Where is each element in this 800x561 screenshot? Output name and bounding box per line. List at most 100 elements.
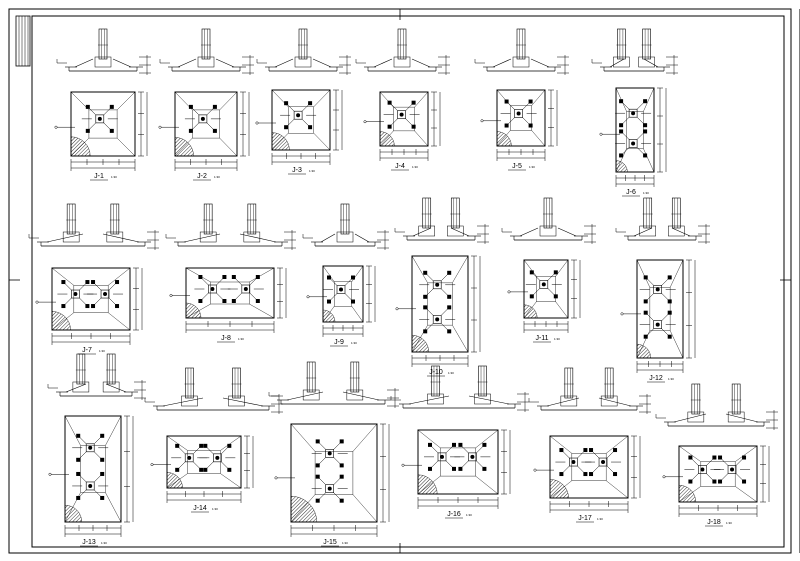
footing-plan-view — [54, 91, 148, 171]
column-rebar-detail — [280, 101, 317, 130]
footing-label: J-11 — [535, 335, 548, 342]
column-rebar-detail — [311, 474, 348, 503]
footing-scale: 1:30 — [214, 175, 220, 179]
column-rebar-detail — [72, 433, 109, 462]
footing-detail-j-18: J-18 1:30 — [655, 383, 778, 527]
footing-scale: 1:30 — [597, 517, 603, 521]
column-rebar-detail — [615, 99, 652, 128]
column-rebar-detail — [639, 275, 676, 304]
column-rebar-detail — [714, 455, 751, 484]
footing-section-view — [159, 28, 254, 75]
footing-section-view — [528, 367, 651, 414]
footing-plan-view — [401, 429, 511, 509]
footing-plan-view — [507, 259, 581, 333]
column-rebar-detail — [194, 275, 231, 303]
column-rebar-detail — [199, 443, 236, 472]
footing-plan-view — [150, 435, 254, 503]
footing-section-view — [501, 197, 596, 244]
footing-scale: 1:30 — [726, 521, 732, 525]
column-rebar-detail — [419, 305, 456, 334]
footing-label: J-1 — [94, 173, 104, 180]
footing-section-view — [47, 353, 146, 400]
footing-section-view — [355, 28, 450, 75]
footing-plan-view — [662, 445, 770, 517]
footing-detail-j-17: J-17 1:30 — [528, 367, 651, 523]
footing-section-view — [56, 28, 151, 75]
footing-plan-view — [306, 265, 376, 337]
column-rebar-detail — [424, 442, 460, 471]
footing-scale: 1:30 — [351, 341, 357, 345]
footing-scale: 1:30 — [309, 169, 315, 173]
column-rebar-detail — [639, 310, 676, 339]
footing-label: J-18 — [707, 519, 721, 526]
footing-section-view — [28, 203, 159, 250]
column-rebar-detail — [525, 270, 562, 299]
footing-scale: 1:30 — [529, 165, 535, 169]
footing-detail-j-14: J-14 1:30 — [144, 367, 283, 513]
footing-label: J-7 — [82, 347, 92, 354]
column-rebar-detail — [684, 455, 721, 484]
footing-section-view — [591, 28, 678, 75]
footing-scale: 1:30 — [212, 507, 218, 511]
footing-label: J-4 — [395, 163, 405, 170]
footing-scale: 1:30 — [101, 541, 107, 545]
footing-section-view — [144, 367, 283, 414]
footing-detail-j-4: J-4 1:30 — [355, 28, 450, 171]
footing-label: J-8 — [221, 335, 231, 342]
binding-margin-strip — [15, 15, 31, 67]
footing-plan-view — [480, 89, 558, 161]
column-rebar-detail — [184, 104, 221, 133]
footing-section-view — [474, 28, 569, 75]
footing-scale: 1:30 — [668, 377, 674, 381]
footing-scale: 1:30 — [238, 337, 244, 341]
footing-detail-j-8: J-8 1:30 — [165, 203, 296, 343]
footing-detail-j-5: J-5 1:30 — [474, 28, 569, 171]
footing-detail-j-12: J-12 1:30 — [615, 197, 710, 383]
column-rebar-detail — [585, 448, 622, 477]
footing-section-view — [165, 203, 296, 250]
footing-scale: 1:30 — [643, 191, 649, 195]
footing-scale: 1:30 — [448, 371, 454, 375]
sheet-frame — [8, 8, 800, 554]
column-rebar-detail — [323, 275, 359, 304]
footing-label: J-2 — [197, 173, 207, 180]
footing-label: J-17 — [578, 515, 592, 522]
footing-plan-view — [169, 267, 287, 333]
footing-label: J-14 — [193, 505, 207, 512]
column-rebar-detail — [383, 100, 420, 129]
column-rebar-detail — [57, 280, 94, 309]
footing-plan-view — [533, 435, 641, 513]
footing-plan-view — [599, 87, 667, 187]
footing-detail-j-1: J-1 1:30 — [54, 28, 151, 181]
footing-section-view — [655, 383, 778, 430]
footing-label: J-5 — [512, 163, 522, 170]
column-rebar-detail — [555, 448, 592, 477]
footing-scale: 1:30 — [111, 175, 117, 179]
footing-plan-view — [363, 91, 441, 161]
column-rebar-detail — [500, 99, 537, 128]
footing-label: J-10 — [429, 369, 443, 376]
footing-label: J-12 — [649, 375, 663, 382]
footing-plan-view — [158, 91, 250, 171]
footing-scale: 1:30 — [99, 349, 105, 353]
column-rebar-detail — [227, 275, 264, 303]
column-rebar-detail — [81, 104, 118, 133]
column-rebar-detail — [454, 442, 491, 471]
footing-plan-view — [620, 259, 696, 373]
footing-scale: 1:30 — [466, 513, 472, 517]
footing-plan-view — [35, 267, 143, 345]
footing-section-view — [390, 365, 529, 412]
column-rebar-detail — [171, 443, 208, 472]
footing-detail-j-2: J-2 1:30 — [158, 28, 254, 181]
footing-scale: 1:30 — [412, 165, 418, 169]
footing-detail-j-10: J-10 1:30 — [394, 197, 489, 377]
footing-plan-view — [395, 255, 481, 367]
